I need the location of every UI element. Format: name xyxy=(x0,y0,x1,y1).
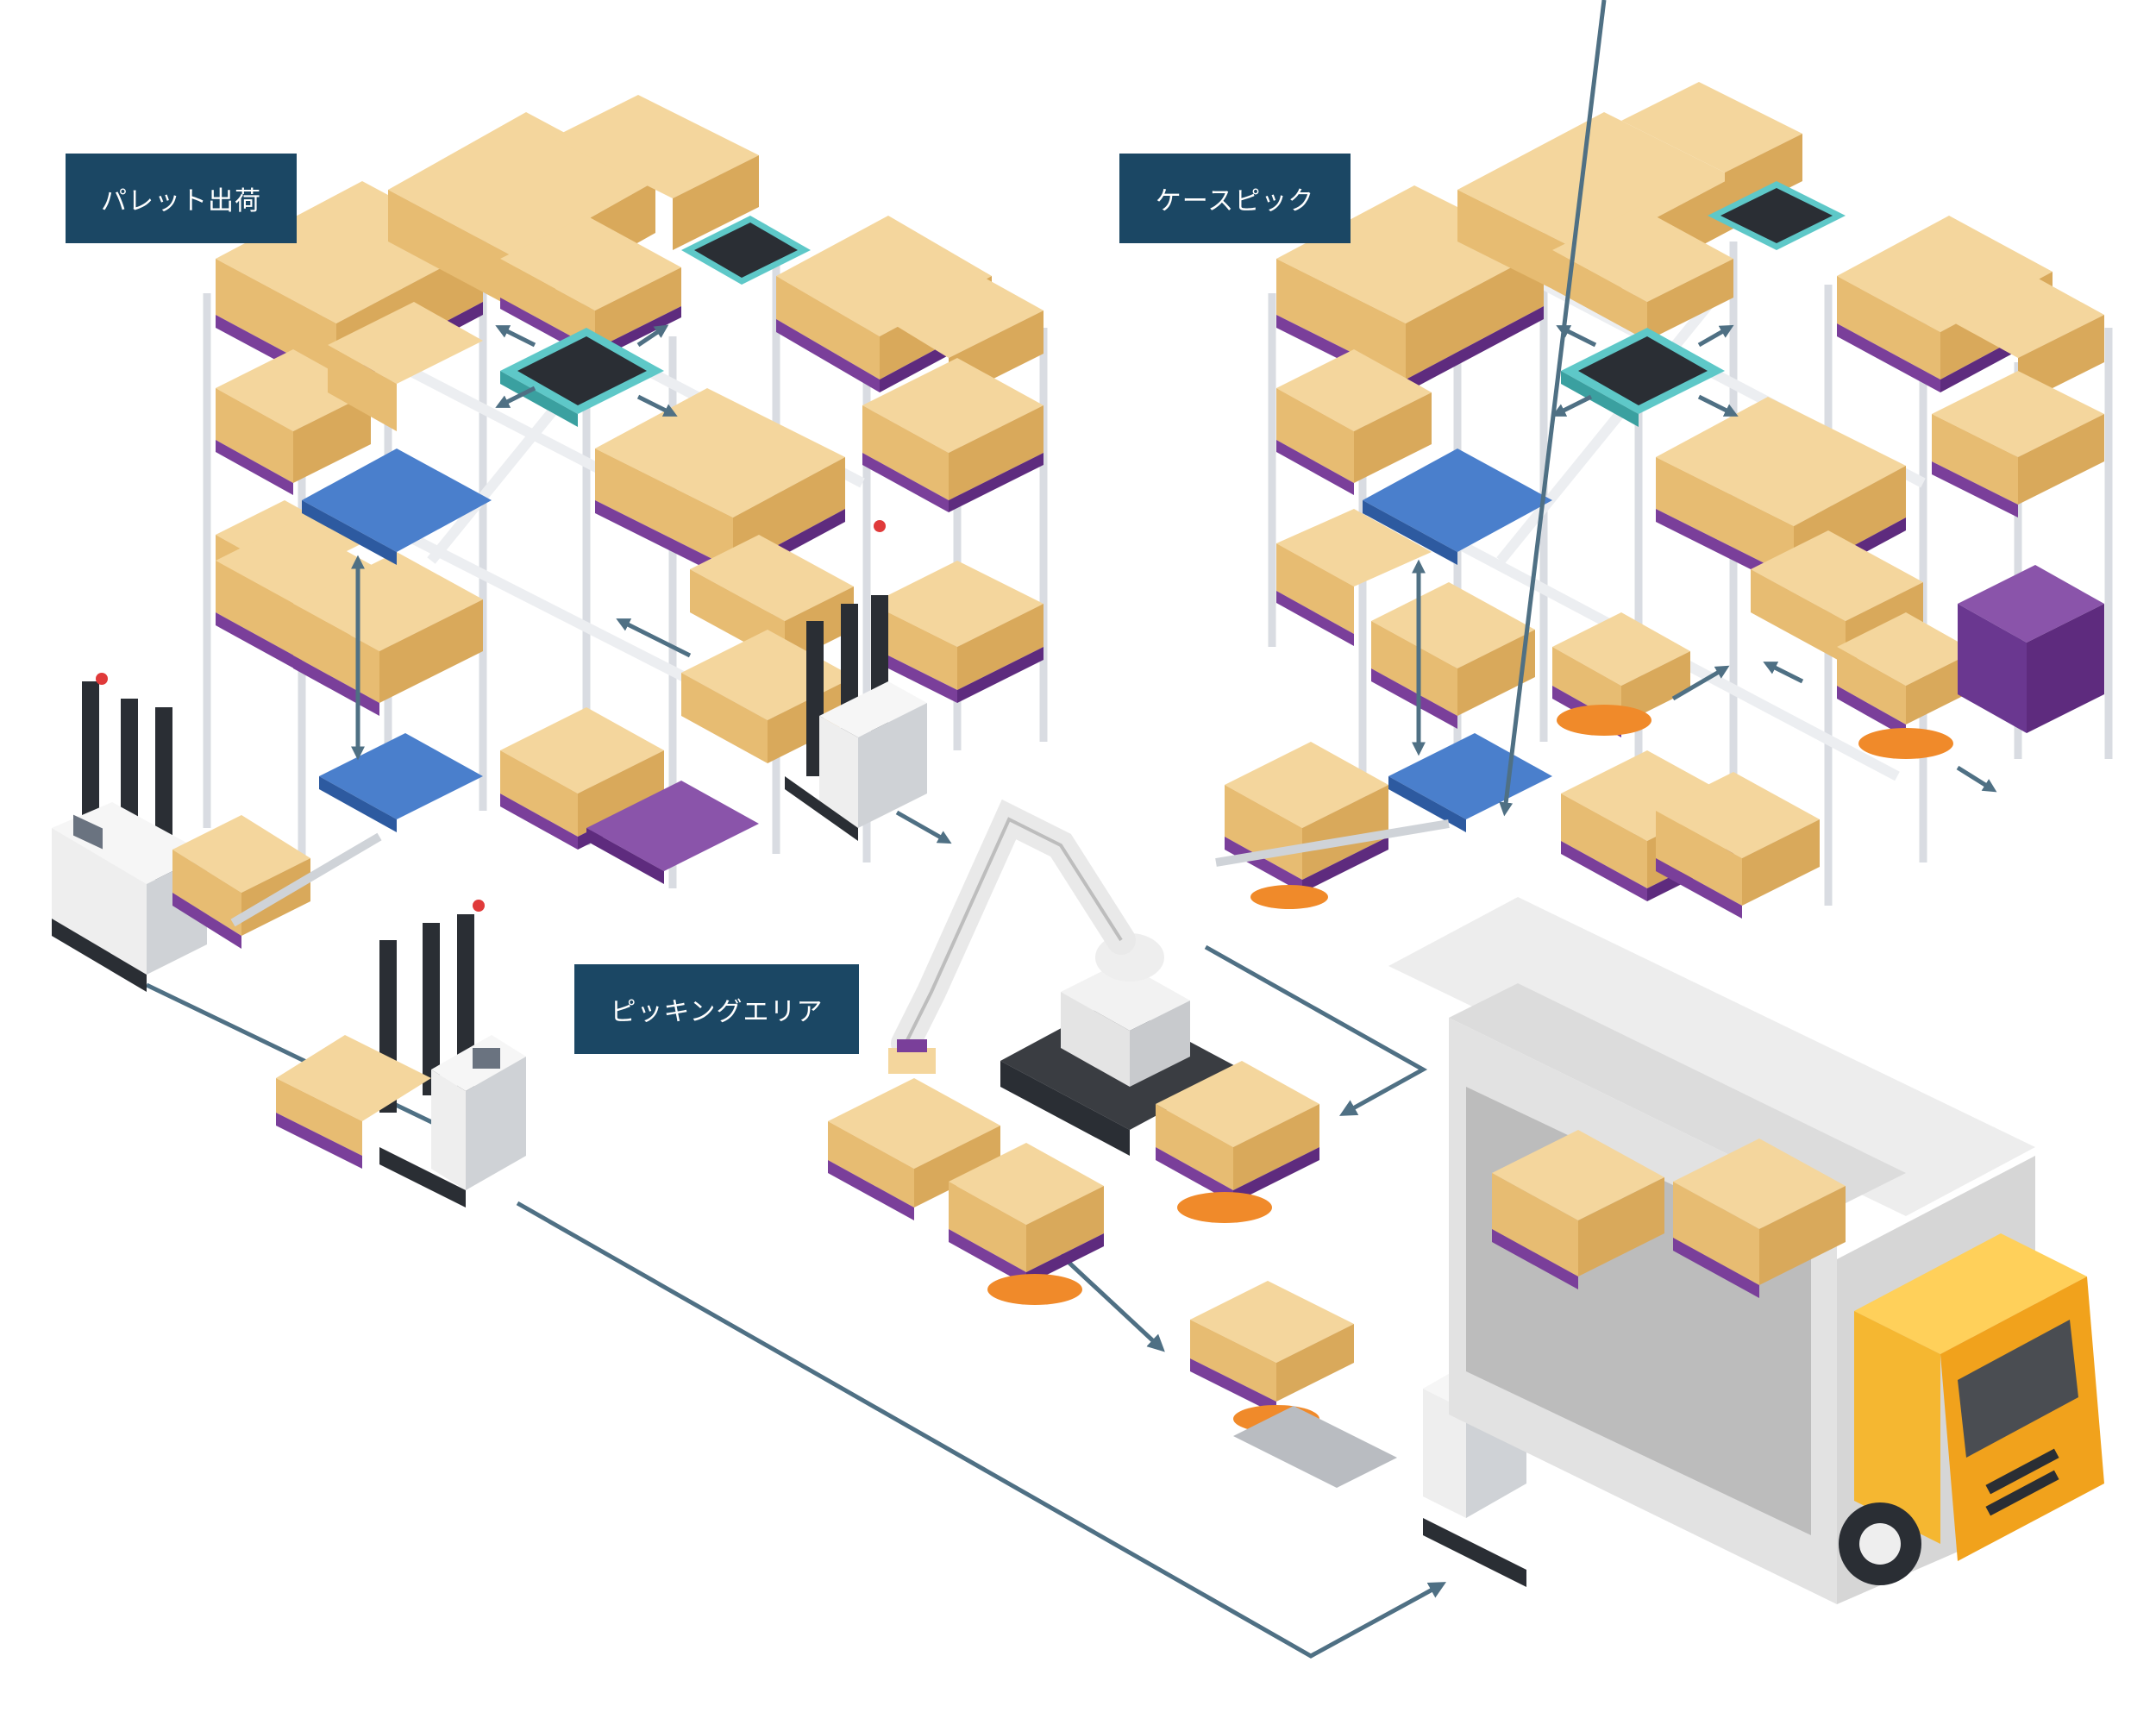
label-picking-area: ピッキングエリア xyxy=(574,964,859,1054)
picking-area-pallets xyxy=(828,1061,1397,1488)
left-pallet-rack xyxy=(203,95,1048,888)
left-rack-mid-boxes xyxy=(216,302,1044,664)
flow-arrow-forklift-to-truck xyxy=(516,1201,1447,1659)
forklift-agv-center xyxy=(276,900,526,1208)
flow-lines xyxy=(145,810,1447,1659)
label-pallet-shipping: パレット出荷 xyxy=(66,154,297,243)
label-case-pick: ケースピック xyxy=(1119,154,1351,243)
left-rack-bottom-boxes xyxy=(216,522,1044,850)
right-case-pick-rack xyxy=(1268,0,2113,919)
shuttle-robot xyxy=(500,328,664,427)
shuttle-robot-right xyxy=(1561,328,1725,427)
flow-arrow-rack-to-pick xyxy=(1204,944,1428,1116)
delivery-truck xyxy=(1388,897,2104,1604)
pallet-on-agv-right xyxy=(1215,742,1450,909)
forklift-agv-left xyxy=(52,673,382,992)
flow-arrow-rack-out xyxy=(895,810,952,844)
shuttle-robot-top xyxy=(681,216,811,285)
flow-arrow-pick-to-outbound xyxy=(1059,1253,1165,1352)
purple-pallet-stack xyxy=(1958,565,2104,643)
blue-tray-right-lower xyxy=(1388,733,1552,819)
forklift-agv-upper xyxy=(785,520,927,841)
shuttle-robot-right-top xyxy=(1708,181,1846,250)
blue-tray-lower xyxy=(319,733,483,819)
empty-purple-pallet xyxy=(586,781,759,871)
